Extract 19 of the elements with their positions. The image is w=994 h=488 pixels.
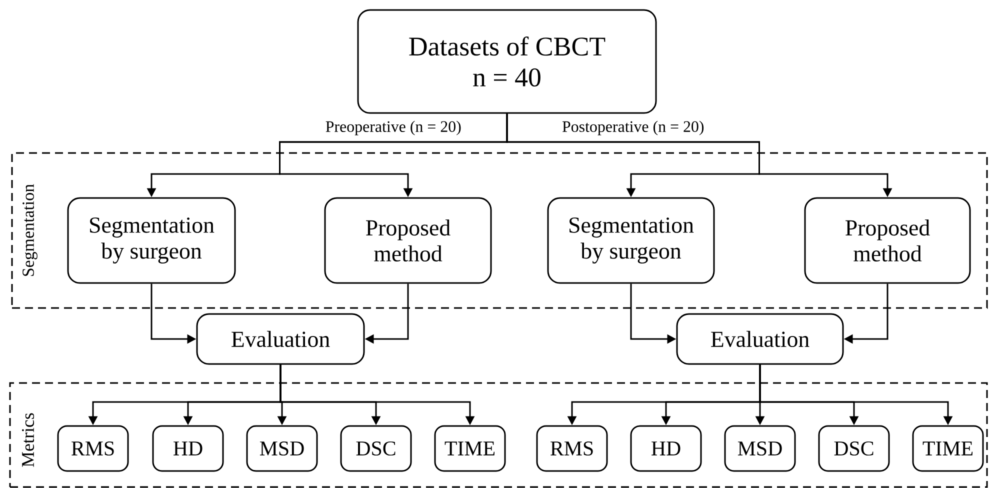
metric-box: RMS — [57, 425, 129, 472]
process-box: Evaluation — [196, 313, 365, 365]
process-box: Evaluation — [676, 313, 844, 365]
process-box: Proposed method — [804, 197, 971, 284]
process-box: Segmentation by surgeon — [547, 197, 715, 284]
metric-box: MSD — [724, 425, 796, 472]
metric-box: DSC — [818, 425, 890, 472]
metric-box: DSC — [340, 425, 412, 472]
metric-box: RMS — [536, 425, 608, 472]
process-box: Segmentation by surgeon — [67, 197, 236, 284]
metric-box: HD — [630, 425, 702, 472]
process-box: Datasets of CBCT n = 40 — [357, 9, 657, 114]
metric-box: TIME — [912, 425, 984, 472]
edge-label: Postoperative (n = 20) — [561, 120, 706, 136]
edge-label: Preoperative (n = 20) — [324, 120, 462, 136]
process-box: Proposed method — [324, 197, 492, 284]
metric-box: HD — [152, 425, 224, 472]
metric-box: TIME — [434, 425, 506, 472]
metric-box: MSD — [246, 425, 318, 472]
